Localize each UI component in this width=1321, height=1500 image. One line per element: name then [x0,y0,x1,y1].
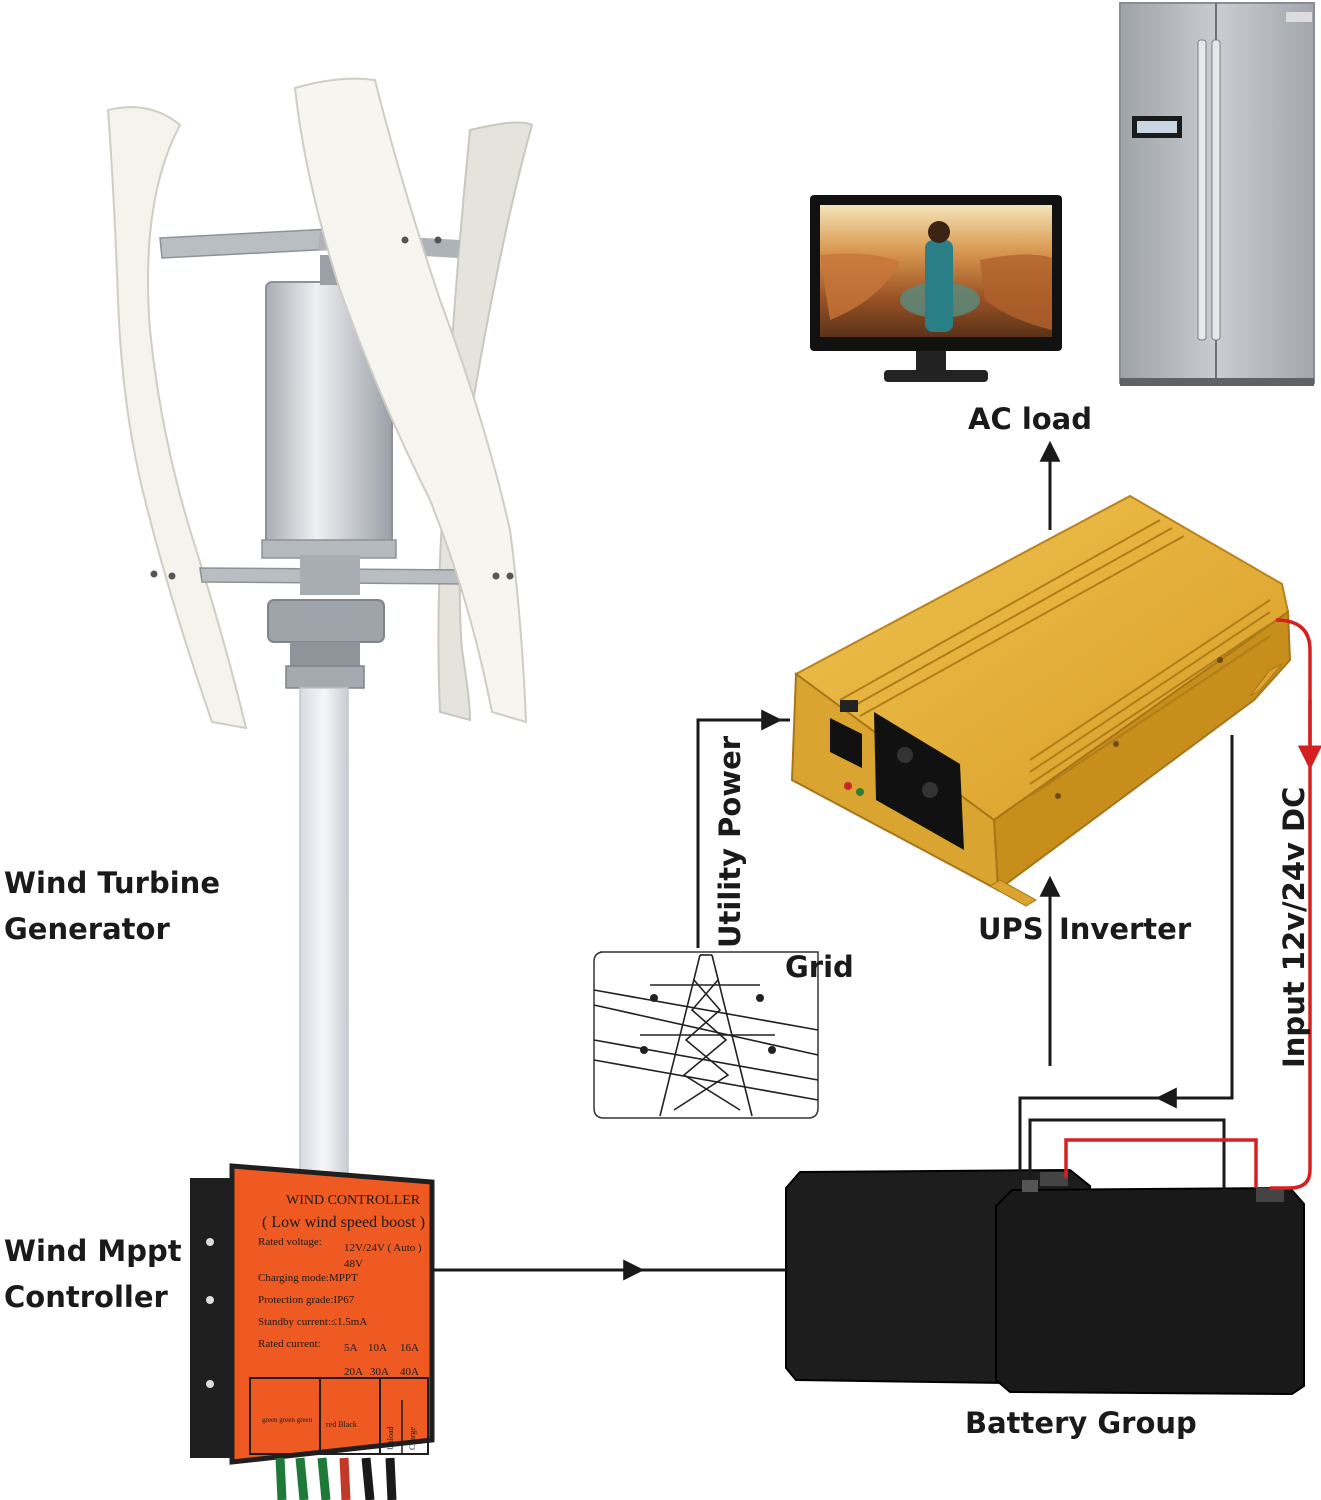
power-tower-icon [593,951,819,1119]
tv-monitor-icon [810,195,1062,382]
rated-voltage-label: Rated voltage: [258,1236,322,1248]
controller-title: WIND CONTROLLER [286,1193,421,1208]
current-option: 20A [344,1366,363,1378]
current-option: 10A [368,1342,387,1354]
wire-colors-text: green green green [262,1416,313,1424]
utility-power-label: Utility Power [713,735,747,948]
connection-lines [432,440,1321,1281]
protection-grade: Protection grade:IP67 [258,1294,355,1306]
ups-label: UPS [978,912,1044,946]
ac-load-label: AC load [968,402,1093,436]
battery-wire-text: red Black [326,1420,357,1429]
current-option: 30A [370,1366,389,1378]
wind-controller-label-line1: Wind Mppt [4,1234,182,1268]
inverter-label: Inverter [1059,912,1192,946]
dc-input-label: Input 12v/24v DC [1277,786,1311,1068]
standby-current: Standby current:≤1.5mA [258,1316,368,1328]
rated-voltage-opt1: 12V/24V ( Auto ) [344,1242,422,1254]
wind-turbine-icon [106,77,534,1181]
rated-current-label: Rated current: [258,1338,321,1350]
battery-icon [785,1168,1305,1396]
grid-label: Grid [785,950,854,984]
wind-turbine-label-line1: Wind Turbine [4,866,220,900]
charging-mode: Charging mode:MPPT [258,1272,358,1284]
charge-controller-icon [190,1163,435,1500]
charge-text: Charge [408,1427,417,1450]
wind-turbine-label: Wind Turbine Generator [4,866,220,946]
unload-text: Unload [386,1426,395,1450]
controller-subtitle: ( Low wind speed boost ) [262,1214,426,1231]
battery-group-label: Battery Group [965,1406,1197,1440]
wind-turbine-label-line2: Generator [4,912,170,947]
wind-controller-label-line2: Controller [4,1280,168,1315]
current-option: 40A [400,1366,419,1378]
current-option: 16A [400,1342,419,1354]
inverter-icon [790,494,1292,907]
rated-voltage-opt2: 48V [344,1258,363,1270]
current-option: 5A [344,1342,358,1354]
wind-controller-label: Wind Mppt Controller [4,1234,182,1314]
refrigerator-icon [1119,2,1315,386]
